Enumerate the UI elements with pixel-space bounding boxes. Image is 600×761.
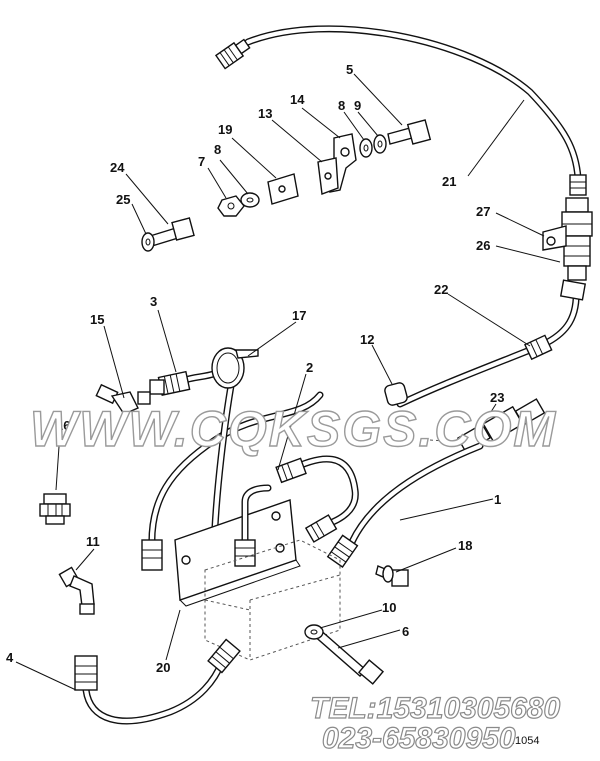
callout-15: 15 (90, 312, 104, 327)
callout-19: 19 (218, 122, 232, 137)
callout-7: 7 (198, 154, 205, 169)
tube-20-rigid (234, 484, 272, 567)
callout-8-lower: 8 (214, 142, 221, 157)
callout-11: 11 (86, 534, 100, 549)
washer-25 (141, 232, 155, 252)
engine-block-outline (204, 539, 341, 661)
footer-tel: TEL:15310305680 (310, 692, 560, 725)
clamp-13 (317, 157, 339, 195)
callout-23: 23 (490, 390, 504, 405)
hose-22 (396, 279, 587, 408)
washer-8-upper (359, 138, 373, 158)
callout-25: 25 (116, 192, 130, 207)
plate-19 (267, 173, 299, 205)
callout-17: 17 (292, 308, 306, 323)
tee-fitting-26 (561, 197, 593, 281)
callout-5: 5 (346, 62, 353, 77)
hose-3 (149, 362, 230, 396)
callout-26: 26 (476, 238, 490, 253)
bolt-6 (310, 627, 385, 685)
callout-1: 1 (494, 492, 501, 507)
hose-2 (141, 376, 359, 571)
callout-12: 12 (360, 332, 374, 347)
callout-6: 6 (402, 624, 409, 639)
bracket-27 (542, 225, 567, 251)
hose-1 (326, 442, 484, 568)
figure-code: f1054 (512, 735, 540, 747)
callout-14: 14 (290, 92, 305, 107)
hose-21 (214, 25, 587, 196)
nut-7 (217, 195, 245, 217)
callout-16: 16 (56, 418, 70, 433)
footer-phone: 023-65830950 (322, 722, 516, 755)
callout-4: 4 (6, 650, 14, 665)
callout-labels: 1 2 3 4 5 6 7 8 8 9 10 11 12 13 14 15 16… (6, 62, 504, 675)
callout-22: 22 (434, 282, 448, 297)
callout-2: 2 (306, 360, 313, 375)
callout-10: 10 (382, 600, 396, 615)
hose-4 (74, 638, 241, 725)
clamp-17 (211, 347, 259, 389)
callout-8-upper: 8 (338, 98, 345, 113)
elbow-fitting-11 (58, 566, 95, 615)
connector-23 (429, 398, 546, 453)
washer-8-lower (240, 192, 260, 208)
callout-20: 20 (156, 660, 170, 675)
elbow-fitting-15 (95, 383, 151, 415)
callout-18: 18 (458, 538, 472, 553)
callout-21: 21 (442, 174, 456, 189)
adapter-16 (39, 493, 71, 525)
callout-13: 13 (258, 106, 272, 121)
callout-3: 3 (150, 294, 157, 309)
callout-24: 24 (110, 160, 125, 175)
bolt-5 (387, 119, 432, 145)
washer-10 (304, 624, 324, 640)
leader-lines (15, 73, 561, 691)
bolt-24 (149, 217, 195, 247)
callout-9: 9 (354, 98, 361, 113)
grommet-12 (384, 382, 408, 406)
washer-9 (373, 134, 387, 154)
callout-27: 27 (476, 204, 490, 219)
watermark-text: WWW.CQKSGS.COM (30, 401, 557, 457)
